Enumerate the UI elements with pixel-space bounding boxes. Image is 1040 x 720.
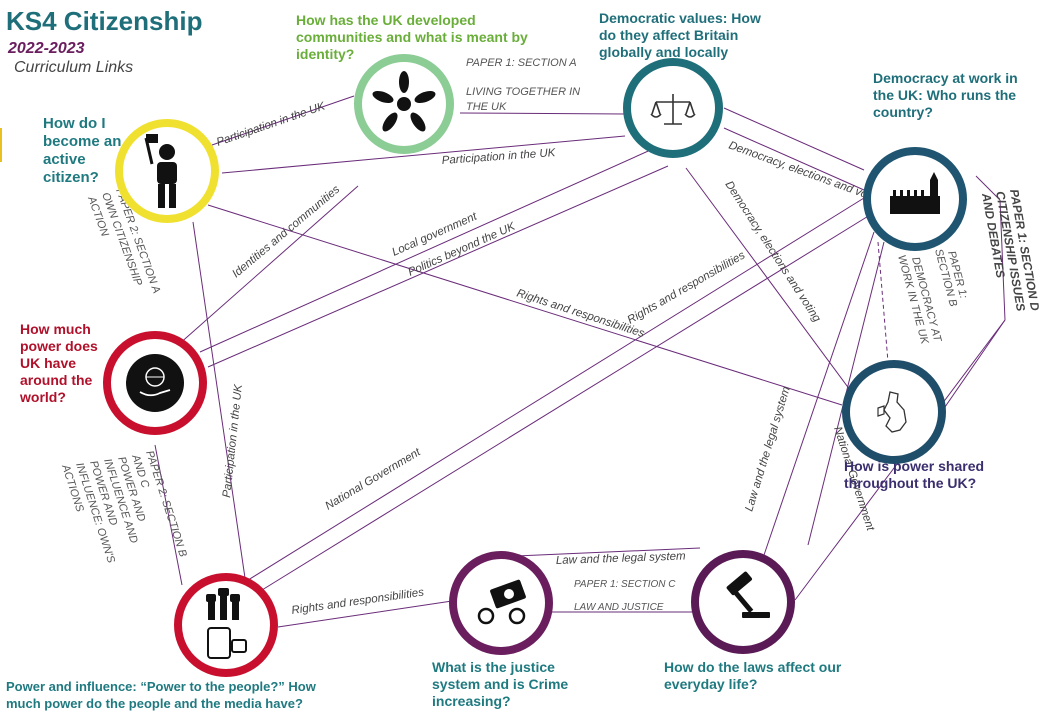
node-active-citizen[interactable]	[115, 119, 219, 223]
connector-line	[154, 444, 183, 586]
question-justice: What is the justice system and is Crime …	[432, 659, 569, 709]
connector-line	[459, 112, 627, 115]
link-label: Rights and responsibilities	[515, 287, 646, 340]
connector-line	[221, 135, 626, 174]
question-power-people: Power and influence: “Power to the peopl…	[6, 679, 316, 711]
question-identity: How has the UK developed communities and…	[296, 12, 528, 62]
question-democratic-values: Democratic values: How do they affect Br…	[599, 10, 761, 60]
link-label: Law and the legal system	[556, 550, 687, 567]
link-label: Law and the legal system	[743, 385, 793, 513]
parliament-icon	[890, 172, 940, 214]
connector-line	[261, 214, 871, 591]
question-laws: How do the laws affect our everyday life…	[664, 659, 842, 692]
subtitle: Curriculum Links	[14, 59, 134, 76]
connector-line	[277, 600, 453, 628]
link-label: Participation in the UK	[215, 100, 328, 149]
question-active-citizen: How do I become an active citizen?	[43, 115, 122, 186]
connector-line	[763, 231, 875, 556]
link-labels: Participation in the UK Participation in…	[215, 100, 887, 617]
connector-line	[723, 127, 865, 191]
connector-line	[935, 319, 1006, 421]
connector-line-dashed	[877, 241, 889, 363]
uk-map-icon	[877, 391, 907, 433]
question-power-world: How much power does UK have around the w…	[20, 321, 98, 405]
node-justice[interactable]	[449, 551, 553, 655]
connector-line	[515, 547, 701, 557]
handcuffs-icon	[477, 579, 526, 625]
globe-hand-icon	[126, 354, 184, 412]
paper-label: LIVING TOGETHER IN	[466, 86, 580, 98]
question-power-shared: How is power shared throughout the UK?	[844, 458, 985, 491]
link-label: Democracy, elections and voting	[727, 140, 887, 208]
node-democratic-values[interactable]	[623, 58, 723, 158]
connector-line	[207, 204, 843, 406]
gavel-icon	[726, 571, 770, 618]
flag-person-icon	[144, 134, 177, 208]
connector-line	[199, 147, 656, 353]
connector-line	[223, 197, 865, 596]
connector-line	[723, 107, 865, 171]
connector-line	[192, 221, 246, 579]
paper-label: PAPER 1: SECTION A	[466, 57, 577, 69]
paper-label: LAW AND JUSTICE	[574, 602, 664, 613]
year-label: 2022-2023	[8, 40, 85, 57]
node-power-world[interactable]	[103, 331, 207, 435]
scales-icon	[650, 94, 696, 125]
connector-line	[685, 167, 851, 391]
link-label: Rights and responsibilities	[626, 249, 748, 326]
left-edge-marker	[0, 128, 2, 162]
page-title: KS4 Citizenship	[6, 6, 203, 36]
connector-line	[207, 165, 669, 368]
node-power-people[interactable]	[174, 573, 278, 677]
node-power-shared[interactable]	[842, 360, 946, 464]
connector-line	[975, 175, 1001, 201]
paper-label: THE UK	[466, 101, 507, 113]
paper-label: PAPER 2: SECTION B	[143, 449, 189, 558]
hands-circle-icon	[372, 71, 436, 132]
question-democracy-at-work: Democracy at work in the UK: Who runs th…	[873, 70, 1018, 120]
link-label: Participation in the UK	[441, 147, 557, 167]
paper-label: PAPER 1: SECTION C	[574, 579, 676, 590]
node-identity[interactable]	[354, 54, 454, 154]
raised-fists-icon	[206, 588, 247, 659]
connector-line	[177, 185, 359, 346]
node-democracy-at-work[interactable]	[863, 147, 967, 251]
link-label: Politics beyond the UK	[406, 220, 518, 279]
link-label: Identities and communities	[230, 183, 342, 280]
link-label: Rights and responsibilities	[291, 586, 425, 617]
connector-lines	[154, 95, 1006, 628]
connector-line	[999, 199, 1006, 321]
node-laws[interactable]	[691, 550, 795, 654]
connector-line	[211, 95, 355, 146]
